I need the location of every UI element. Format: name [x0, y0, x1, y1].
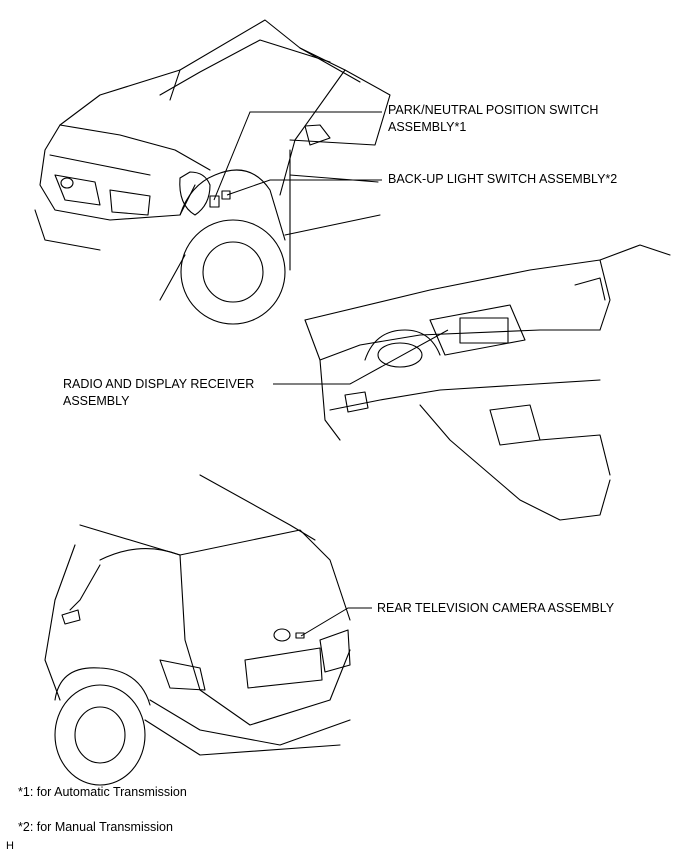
leader-lines	[213, 111, 449, 637]
leader-park-neutral	[213, 111, 382, 201]
radio-display-label-line2: ASSEMBLY	[63, 394, 130, 408]
dashboard-illustration	[304, 244, 671, 521]
corner-mark: H	[6, 840, 14, 852]
radio-display-label-line1: RADIO AND DISPLAY RECEIVER	[63, 377, 255, 391]
park-neutral-label-line2: ASSEMBLY*1	[388, 120, 467, 134]
radio-display-receiver-label: RADIO AND DISPLAY RECEIVER ASSEMBLY	[63, 376, 254, 410]
footnote-automatic-transmission: *1: for Automatic Transmission	[18, 785, 187, 799]
rear-vehicle-illustration	[44, 474, 351, 786]
leader-backup-light	[226, 179, 382, 196]
backup-light-switch-label: BACK-UP LIGHT SWITCH ASSEMBLY*2	[388, 172, 618, 186]
leader-rear-camera	[300, 607, 372, 637]
rear-camera-label: REAR TELEVISION CAMERA ASSEMBLY	[377, 601, 615, 615]
front-vehicle-illustration	[34, 19, 391, 325]
leader-radio-display	[273, 329, 449, 385]
park-neutral-label-line1: PARK/NEUTRAL POSITION SWITCH	[388, 103, 599, 117]
park-neutral-switch-label: PARK/NEUTRAL POSITION SWITCH ASSEMBLY*1	[388, 102, 598, 136]
footnote-manual-transmission: *2: for Manual Transmission	[18, 820, 173, 834]
